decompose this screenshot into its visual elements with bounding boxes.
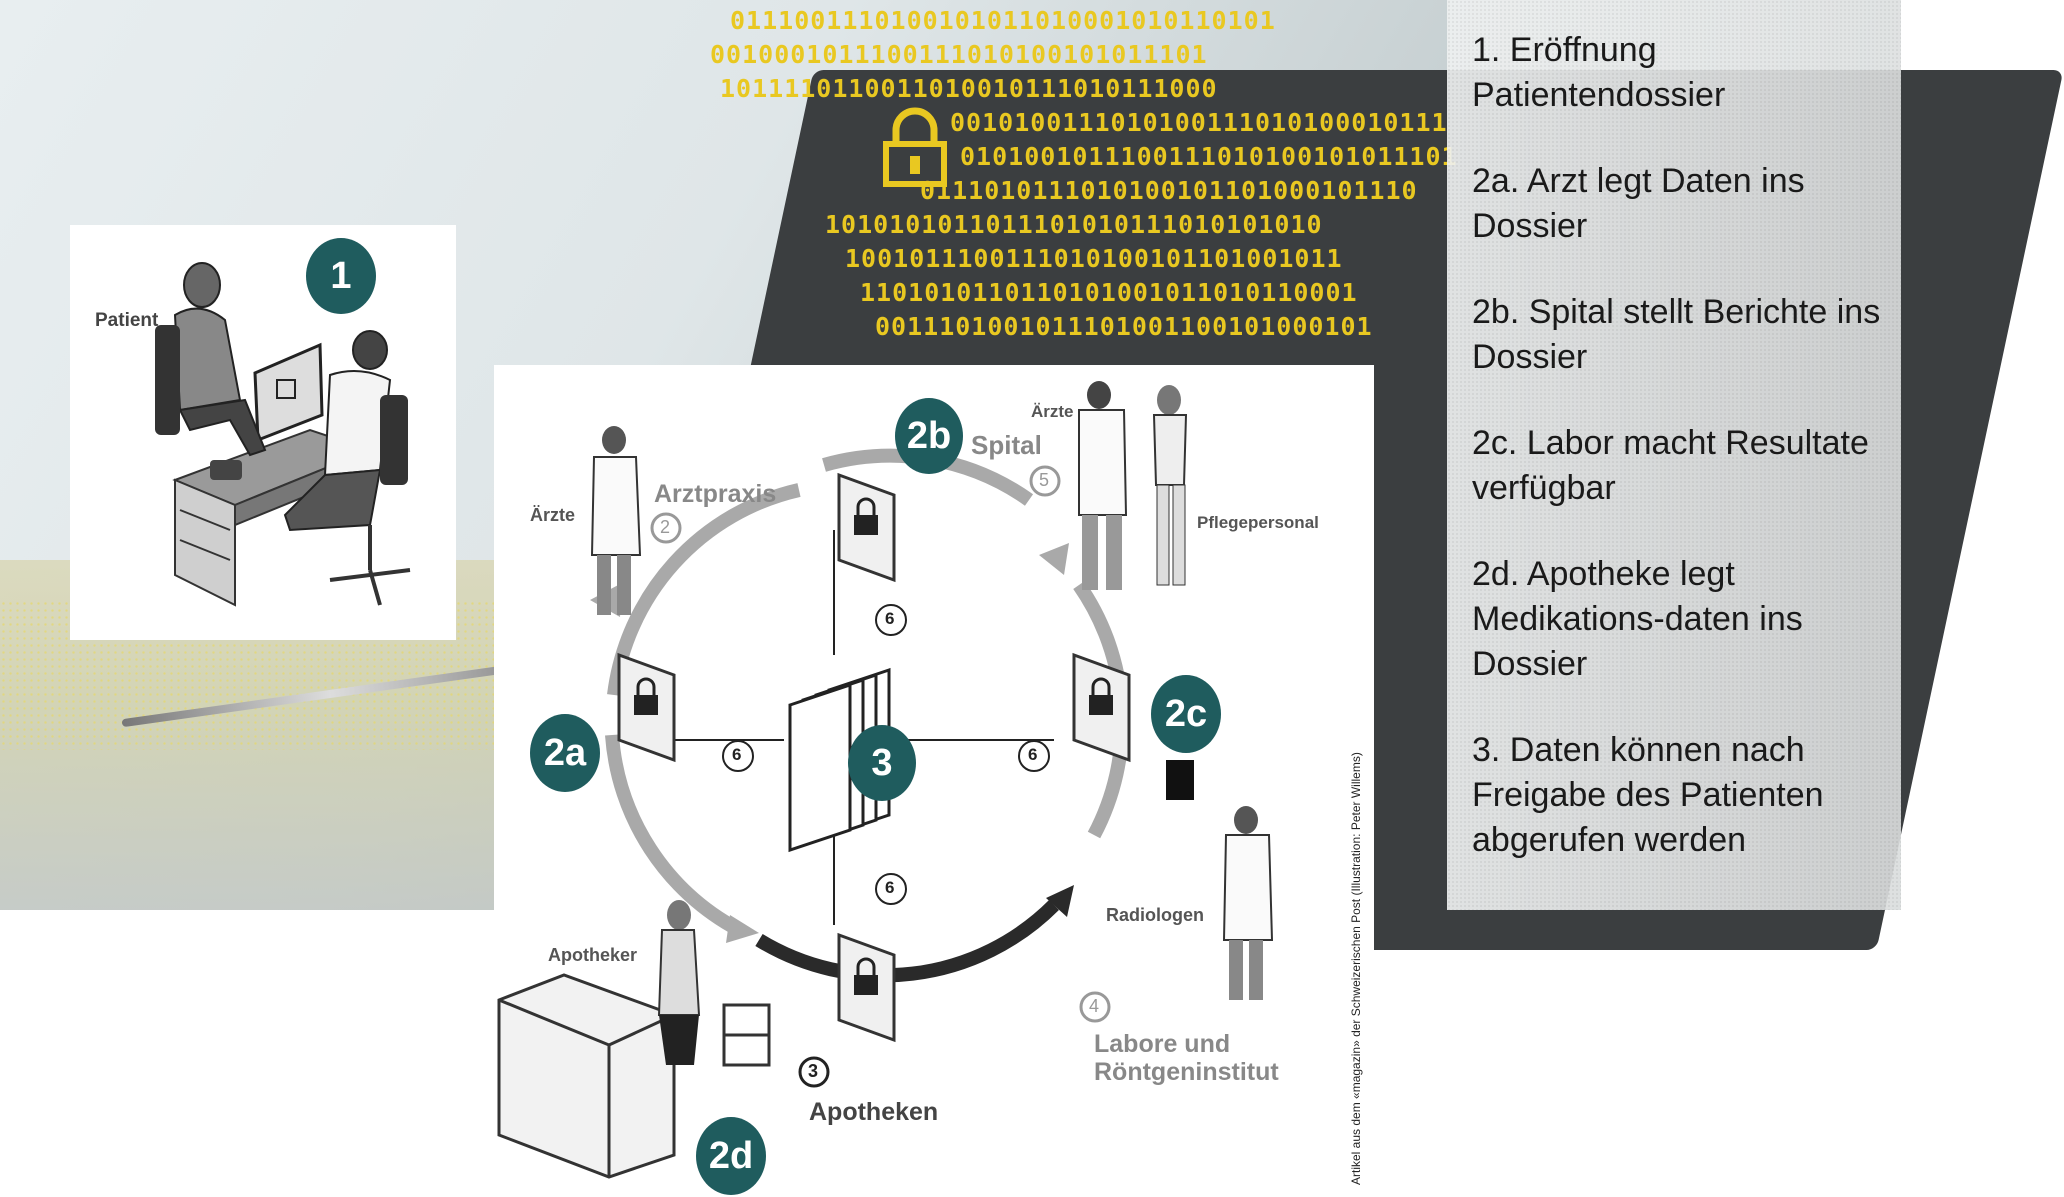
legend-panel [1447,0,1901,910]
spoke-number-6-top: 6 [885,609,895,628]
apotheker-label: Apotheker [548,945,638,965]
diagram-graphics [497,381,1274,1179]
binary-code-area: 0111001110100101011010001010110101 00100… [710,0,1457,400]
badge-2a: 2a [530,714,600,792]
padlock-icon [883,107,947,187]
code-line: 0101001011100111010100101011101 [960,142,1458,171]
legend-item-2a: 2a. Arzt legt Daten ins Dossier [1472,162,1805,245]
code-line: 0111001110100101011010001010110101 [730,6,1276,35]
lock-document-bottom [837,932,896,1043]
badge-2b: 2b [895,398,963,474]
radiologen-label: Radiologen [1106,905,1204,925]
code-line: 0010100111010100111010100010111 [950,108,1448,137]
badge-3: 3 [848,725,916,801]
lock-document-top [837,472,896,583]
pflegepersonal-label: Pflegepersonal [1197,513,1319,532]
labore-label-line1: Labore und [1094,1030,1231,1058]
apotheken-label: Apotheken [809,1098,939,1126]
lock-document-right [1072,652,1131,763]
office-scene [155,262,411,607]
spoke-number-6-left: 6 [732,745,742,764]
code-line: 1011110110011010010111010111000 [720,74,1218,103]
code-line: 1101010110110101001011010110001 [860,278,1358,307]
lock-document-left [617,652,676,763]
code-line: 0010001011100111010100101011101 [710,40,1208,69]
spital-label: Spital [971,430,1042,460]
step-number-4: 4 [1089,996,1100,1016]
step-number-5: 5 [1039,470,1050,490]
badge-1: 1 [306,238,376,314]
arztpraxis-label: Arztpraxis [654,480,777,508]
spoke-number-6-bottom: 6 [885,878,895,897]
legend-item-2b: 2b. Spital stellt Berichte ins Dossier [1472,293,1881,376]
legend-item-2d: 2d. Apotheke legt Medikations-daten ins … [1472,555,1803,683]
legend-list: 1. Eröffnung Patientendossier 2a. Arzt l… [1472,28,1892,904]
patient-label: Patient [95,310,159,331]
code-line: 0111010111010100101101000101110 [920,176,1418,205]
badge-2d: 2d [696,1117,766,1195]
step-number-3: 3 [808,1061,819,1081]
legend-item-2c: 2c. Labor macht Resultate verfügbar [1472,424,1869,507]
labore-label-line2: Röntgeninstitut [1094,1058,1279,1086]
aerzte-right-label: Ärzte [1031,402,1074,421]
badge-2c: 2c [1151,675,1221,753]
legend-item-3: 3. Daten können nach Freigabe des Patien… [1472,731,1824,859]
data-flow-diagram: Arztpraxis Ärzte Spital Ärzte Pflegepers… [494,365,1374,1197]
step-number-2: 2 [660,517,671,537]
code-line: 1010101011011101010111010101010 [825,210,1323,239]
code-line: 1001011100111010100101101001011 [845,244,1343,273]
code-line: 0011101001011101001100101000101 [875,312,1373,341]
aerzte-left-label: Ärzte [530,505,576,525]
spoke-number-6-right: 6 [1028,745,1038,764]
legend-item-1: 1. Eröffnung Patientendossier [1472,31,1726,114]
patient-doctor-illustration: Patient [70,225,456,640]
illustration-credit: Artikel aus dem «magazin» der Schweizeri… [1349,752,1363,1185]
